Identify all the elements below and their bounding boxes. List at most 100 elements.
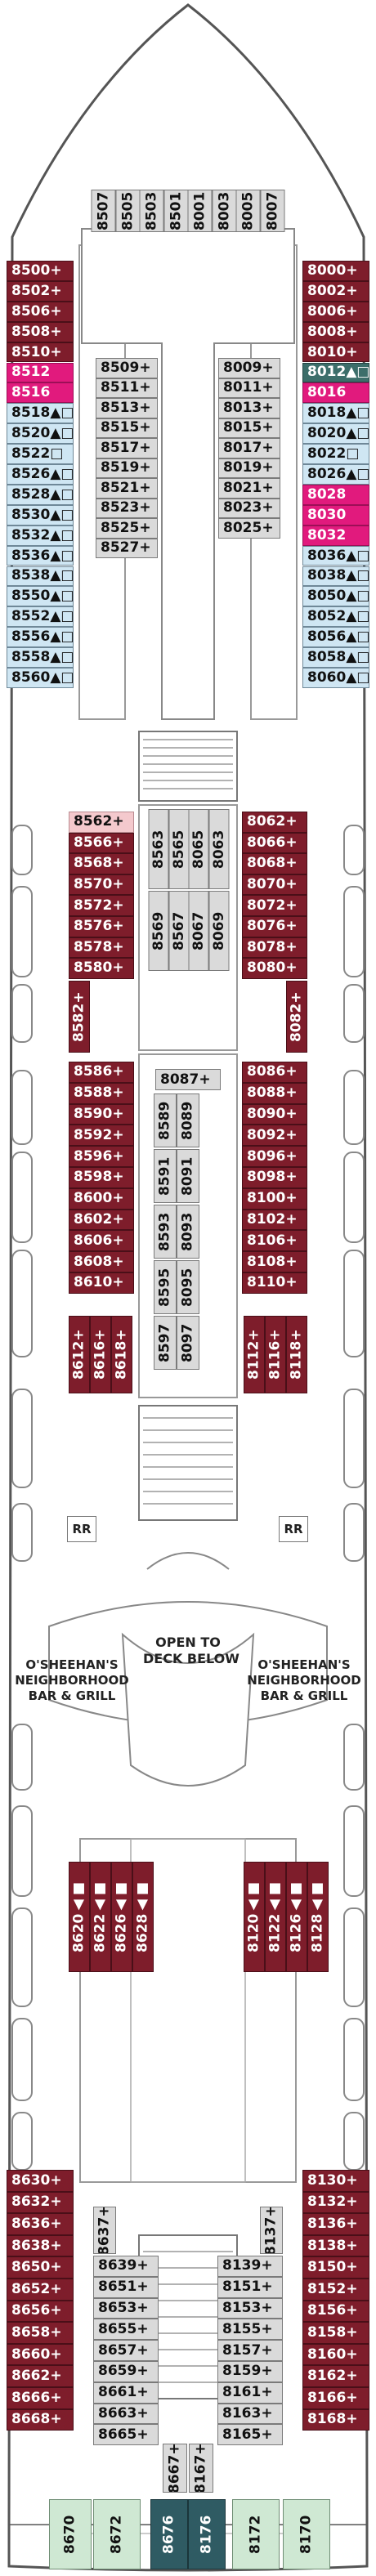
cabin-8038[interactable]: 8038▲□ — [302, 566, 369, 587]
cabin-8098[interactable]: 8098+ — [242, 1167, 307, 1188]
cabin-8120[interactable]: 8120▲■ — [244, 1862, 265, 1972]
cabin-8651[interactable]: 8651+ — [93, 2276, 159, 2298]
cabin-8505[interactable]: 8505 — [115, 190, 140, 232]
cabin-8653[interactable]: 8653+ — [93, 2297, 159, 2319]
cabin-8656[interactable]: 8656+ — [7, 2300, 74, 2323]
cabin-8020[interactable]: 8020▲□ — [302, 423, 369, 445]
cabin-8588[interactable]: 8588+ — [69, 1082, 134, 1104]
cabin-8672[interactable]: 8672 — [93, 2499, 141, 2569]
cabin-8108[interactable]: 8108+ — [242, 1251, 307, 1272]
cabin-8025[interactable]: 8025+ — [218, 518, 280, 539]
cabin-8638[interactable]: 8638+ — [7, 2234, 74, 2257]
cabin-8563[interactable]: 8563 — [149, 809, 169, 889]
cabin-8622[interactable]: 8622▲■ — [90, 1862, 111, 1972]
cabin-8660[interactable]: 8660+ — [7, 2343, 74, 2366]
cabin-8568[interactable]: 8568+ — [69, 853, 134, 874]
cabin-8600[interactable]: 8600+ — [69, 1187, 134, 1210]
cabin-8620[interactable]: 8620▲■ — [69, 1862, 90, 1972]
cabin-8572[interactable]: 8572+ — [69, 895, 134, 916]
cabin-8050[interactable]: 8050▲□ — [302, 586, 369, 607]
cabin-8072[interactable]: 8072+ — [242, 895, 307, 916]
cabin-8157[interactable]: 8157+ — [217, 2340, 283, 2361]
cabin-8608[interactable]: 8608+ — [69, 1251, 134, 1272]
cabin-8665[interactable]: 8665+ — [93, 2424, 159, 2446]
cabin-8536[interactable]: 8536▲□ — [7, 545, 74, 566]
cabin-8015[interactable]: 8015+ — [218, 418, 280, 438]
cabin-8589[interactable]: 8589 — [154, 1093, 177, 1147]
cabin-8153[interactable]: 8153+ — [217, 2297, 283, 2319]
cabin-8065[interactable]: 8065 — [189, 809, 209, 889]
cabin-8562[interactable]: 8562+ — [69, 812, 134, 833]
cabin-8116[interactable]: 8116+ — [265, 1316, 286, 1393]
cabin-8030[interactable]: 8030 — [302, 504, 369, 525]
cabin-8507[interactable]: 8507 — [92, 190, 116, 232]
cabin-8056[interactable]: 8056▲□ — [302, 627, 369, 648]
cabin-8597[interactable]: 8597 — [154, 1316, 177, 1370]
cabin-8003[interactable]: 8003 — [212, 190, 236, 232]
cabin-8528[interactable]: 8528▲□ — [7, 484, 74, 505]
cabin-8017[interactable]: 8017+ — [218, 438, 280, 458]
cabin-8503[interactable]: 8503 — [140, 190, 164, 232]
cabin-8578[interactable]: 8578+ — [69, 937, 134, 959]
cabin-8002[interactable]: 8002+ — [302, 280, 369, 302]
cabin-8118[interactable]: 8118+ — [286, 1316, 307, 1393]
cabin-8527[interactable]: 8527+ — [96, 538, 158, 558]
cabin-8018[interactable]: 8018▲□ — [302, 403, 369, 424]
cabin-8516[interactable]: 8516 — [7, 382, 74, 404]
cabin-8165[interactable]: 8165+ — [217, 2424, 283, 2446]
cabin-8082[interactable]: 8082+ — [286, 981, 307, 1053]
cabin-8509[interactable]: 8509+ — [96, 358, 158, 378]
cabin-8010[interactable]: 8010+ — [302, 342, 369, 363]
cabin-8126[interactable]: 8126▲■ — [286, 1862, 307, 1972]
cabin-8052[interactable]: 8052▲□ — [302, 606, 369, 628]
cabin-8158[interactable]: 8158+ — [302, 2322, 369, 2344]
cabin-8130[interactable]: 8130+ — [302, 2170, 369, 2192]
cabin-8523[interactable]: 8523+ — [96, 498, 158, 518]
cabin-8618[interactable]: 8618+ — [111, 1316, 132, 1393]
cabin-8161[interactable]: 8161+ — [217, 2381, 283, 2404]
cabin-8626[interactable]: 8626▲■ — [111, 1862, 132, 1972]
cabin-8166[interactable]: 8166+ — [302, 2387, 369, 2409]
cabin-8663[interactable]: 8663+ — [93, 2403, 159, 2425]
cabin-8170[interactable]: 8170 — [283, 2499, 330, 2569]
cabin-8092[interactable]: 8092+ — [242, 1125, 307, 1147]
cabin-8501[interactable]: 8501 — [163, 190, 188, 232]
cabin-8628[interactable]: 8628▲■ — [132, 1862, 154, 1972]
cabin-8028[interactable]: 8028 — [302, 484, 369, 505]
cabin-8506[interactable]: 8506+ — [7, 301, 74, 322]
cabin-8167[interactable]: 8167+ — [189, 2444, 213, 2493]
cabin-8155[interactable]: 8155+ — [217, 2319, 283, 2341]
cabin-8610[interactable]: 8610+ — [69, 1272, 134, 1294]
cabin-8139[interactable]: 8139+ — [217, 2256, 283, 2277]
cabin-8090[interactable]: 8090+ — [242, 1103, 307, 1125]
cabin-8016[interactable]: 8016 — [302, 382, 369, 404]
cabin-8097[interactable]: 8097 — [177, 1316, 199, 1370]
cabin-8657[interactable]: 8657+ — [93, 2340, 159, 2361]
cabin-8591[interactable]: 8591 — [154, 1149, 177, 1203]
cabin-8616[interactable]: 8616+ — [90, 1316, 111, 1393]
cabin-8112[interactable]: 8112+ — [244, 1316, 265, 1393]
cabin-8162[interactable]: 8162+ — [302, 2365, 369, 2387]
cabin-8532[interactable]: 8532▲□ — [7, 525, 74, 546]
cabin-8500[interactable]: 8500+ — [7, 261, 74, 281]
cabin-8095[interactable]: 8095 — [177, 1260, 199, 1314]
cabin-8598[interactable]: 8598+ — [69, 1167, 134, 1188]
cabin-8076[interactable]: 8076+ — [242, 916, 307, 937]
cabin-8558[interactable]: 8558▲□ — [7, 647, 74, 668]
cabin-8508[interactable]: 8508+ — [7, 321, 74, 342]
cabin-8576[interactable]: 8576+ — [69, 916, 134, 937]
cabin-8658[interactable]: 8658+ — [7, 2322, 74, 2344]
cabin-8078[interactable]: 8078+ — [242, 937, 307, 959]
cabin-8013[interactable]: 8013+ — [218, 398, 280, 418]
cabin-8088[interactable]: 8088+ — [242, 1082, 307, 1104]
cabin-8132[interactable]: 8132+ — [302, 2191, 369, 2214]
cabin-8022[interactable]: 8022□ — [302, 444, 369, 464]
cabin-8067[interactable]: 8067 — [189, 891, 209, 971]
cabin-8036[interactable]: 8036▲□ — [302, 545, 369, 566]
cabin-8063[interactable]: 8063 — [208, 809, 229, 889]
cabin-8630[interactable]: 8630+ — [7, 2170, 74, 2192]
cabin-8530[interactable]: 8530▲□ — [7, 504, 74, 525]
cabin-8070[interactable]: 8070+ — [242, 874, 307, 896]
cabin-8102[interactable]: 8102+ — [242, 1209, 307, 1231]
cabin-8517[interactable]: 8517+ — [96, 438, 158, 458]
